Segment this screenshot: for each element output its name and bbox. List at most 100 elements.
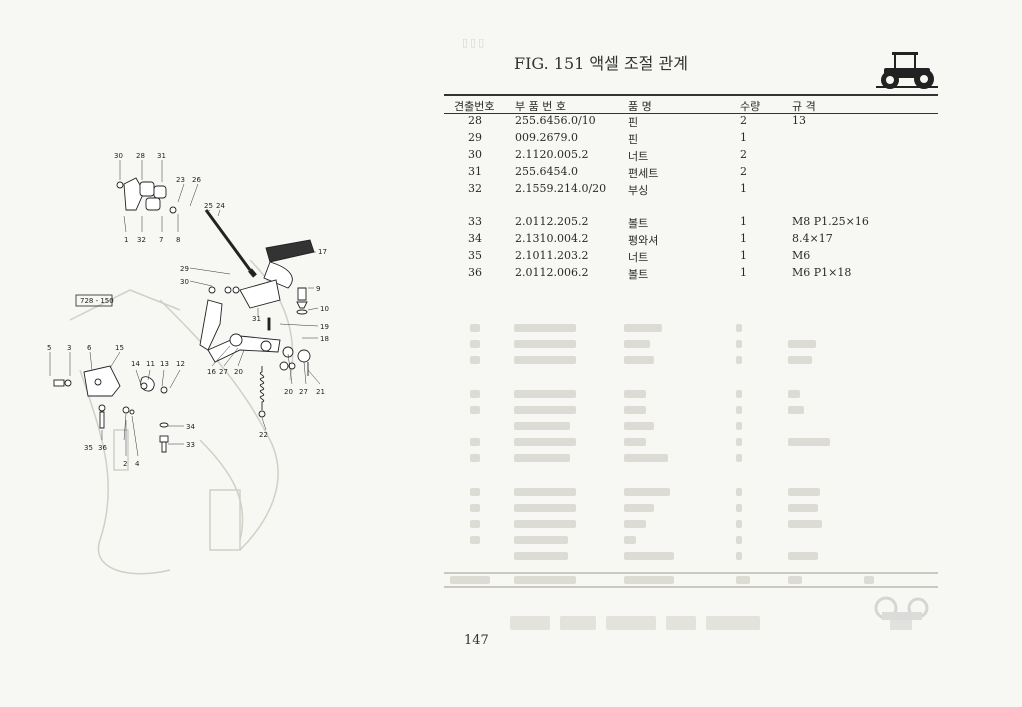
callout-label: 34: [186, 423, 195, 431]
header-qty: 수량: [740, 100, 761, 113]
callout-label: 23: [176, 176, 185, 184]
header-spec: 규 격: [792, 100, 816, 113]
bleed-through-tractor-icon: [874, 596, 929, 630]
cell-no: 33: [468, 215, 482, 228]
callout-label: 32: [137, 236, 146, 244]
cell-part-no: 2.1310.004.2: [515, 232, 589, 245]
cell-qty: 2: [740, 165, 747, 178]
callout-label: 13: [160, 360, 169, 368]
cell-name: 핀: [628, 116, 639, 129]
cell-no: 29: [468, 131, 482, 144]
callout-label: 4: [135, 460, 140, 468]
cell-no: 35: [468, 249, 482, 262]
cell-qty: 1: [740, 232, 747, 245]
cell-no: 32: [468, 182, 482, 195]
callout-label: 16: [207, 368, 216, 376]
callout-label: 30: [180, 278, 189, 286]
cell-no: 28: [468, 114, 482, 127]
callout-label: 35: [84, 444, 93, 452]
callout-label: 21: [316, 388, 325, 396]
figure-title: FIG. 151 액셀 조절 관계: [514, 54, 688, 73]
callout-labels: 30 28 31 23 26 25 24 1 32 7 8 17 29 30 9…: [47, 152, 329, 468]
cell-part-no: 255.6456.0/10: [515, 114, 596, 127]
cell-name: 부싱: [628, 184, 649, 197]
cell-name: 편세트: [628, 167, 659, 180]
table-row: 29 009.2679.0 핀 1: [444, 131, 938, 147]
cell-part-no: 2.1011.203.2: [515, 249, 589, 262]
cell-qty: 2: [740, 148, 747, 161]
callout-label: 22: [259, 431, 268, 439]
cell-spec: 8.4×17: [792, 232, 833, 245]
table-row: 34 2.1310.004.2 평와셔 1 8.4×17: [444, 232, 938, 248]
table-row: 28 255.6456.0/10 핀 2 13: [444, 114, 938, 130]
callout-label: 24: [216, 202, 225, 210]
callout-label: 31: [252, 315, 261, 323]
header-no: 견출번호: [454, 100, 495, 113]
cell-qty: 2: [740, 114, 747, 127]
cell-part-no: 255.6454.0: [515, 165, 578, 178]
cell-no: 30: [468, 148, 482, 161]
header-part-no: 부 품 번 호: [515, 100, 566, 113]
cell-name: 볼트: [628, 217, 649, 230]
cell-qty: 1: [740, 215, 747, 228]
cell-part-no: 2.0112.205.2: [515, 215, 589, 228]
callout-label: 31: [157, 152, 166, 160]
callout-label: 17: [318, 248, 327, 256]
cell-name: 너트: [628, 251, 649, 264]
callout-label: 20: [234, 368, 243, 376]
callout-label: 15: [115, 344, 124, 352]
cell-spec: M8 P1.25×16: [792, 215, 869, 228]
cell-name: 볼트: [628, 268, 649, 281]
cell-spec: M6 P1×18: [792, 266, 852, 279]
tractor-icon: [876, 52, 938, 89]
cell-name: 너트: [628, 150, 649, 163]
callout-label: 18: [320, 335, 329, 343]
callout-label: 11: [146, 360, 155, 368]
reference-box-label: 728 - 150: [80, 297, 114, 305]
callout-label: 29: [180, 265, 189, 273]
callout-label: 7: [159, 236, 163, 244]
parts-table-header: 견출번호 부 품 번 호 품 명 수량 규 격: [444, 94, 938, 114]
callout-label: 8: [176, 236, 180, 244]
cell-part-no: 009.2679.0: [515, 131, 578, 144]
cell-part-no: 2.1120.005.2: [515, 148, 589, 161]
cell-spec: M6: [792, 249, 811, 262]
callout-label: 2: [123, 460, 127, 468]
cell-no: 31: [468, 165, 482, 178]
cell-spec: 13: [792, 114, 806, 127]
table-row: 30 2.1120.005.2 너트 2: [444, 148, 938, 164]
cell-no: 36: [468, 266, 482, 279]
table-row: 36 2.0112.006.2 볼트 1 M6 P1×18: [444, 266, 938, 282]
callout-label: 36: [98, 444, 107, 452]
cell-name: 평와셔: [628, 234, 659, 247]
header-name: 품 명: [628, 100, 652, 113]
table-row: 33 2.0112.205.2 볼트 1 M8 P1.25×16: [444, 215, 938, 231]
callout-label: 5: [47, 344, 51, 352]
bleed-through-table: [444, 318, 938, 588]
cell-qty: 1: [740, 249, 747, 262]
callout-label: 1: [124, 236, 128, 244]
cell-name: 핀: [628, 133, 639, 146]
table-row: 35 2.1011.203.2 너트 1 M6: [444, 249, 938, 265]
callout-label: 27: [299, 388, 308, 396]
callout-label: 33: [186, 441, 195, 449]
callout-label: 30: [114, 152, 123, 160]
callout-label: 28: [136, 152, 145, 160]
cell-qty: 1: [740, 131, 747, 144]
exploded-parts-diagram: 728 - 150: [40, 140, 360, 600]
parts-drawing: 728 - 150: [47, 152, 329, 575]
callout-label: 25: [204, 202, 213, 210]
bleed-through-title: [510, 612, 760, 634]
callout-label: 12: [176, 360, 185, 368]
callout-label: 9: [316, 285, 320, 293]
cell-part-no: 2.1559.214.0/20: [515, 182, 607, 195]
cell-qty: 1: [740, 182, 747, 195]
cell-part-no: 2.0112.006.2: [515, 266, 589, 279]
callout-label: 10: [320, 305, 329, 313]
cell-qty: 1: [740, 266, 747, 279]
page-number: 147: [464, 633, 489, 648]
cell-no: 34: [468, 232, 482, 245]
callout-label: 26: [192, 176, 201, 184]
table-row: 32 2.1559.214.0/20 부싱 1: [444, 182, 938, 198]
